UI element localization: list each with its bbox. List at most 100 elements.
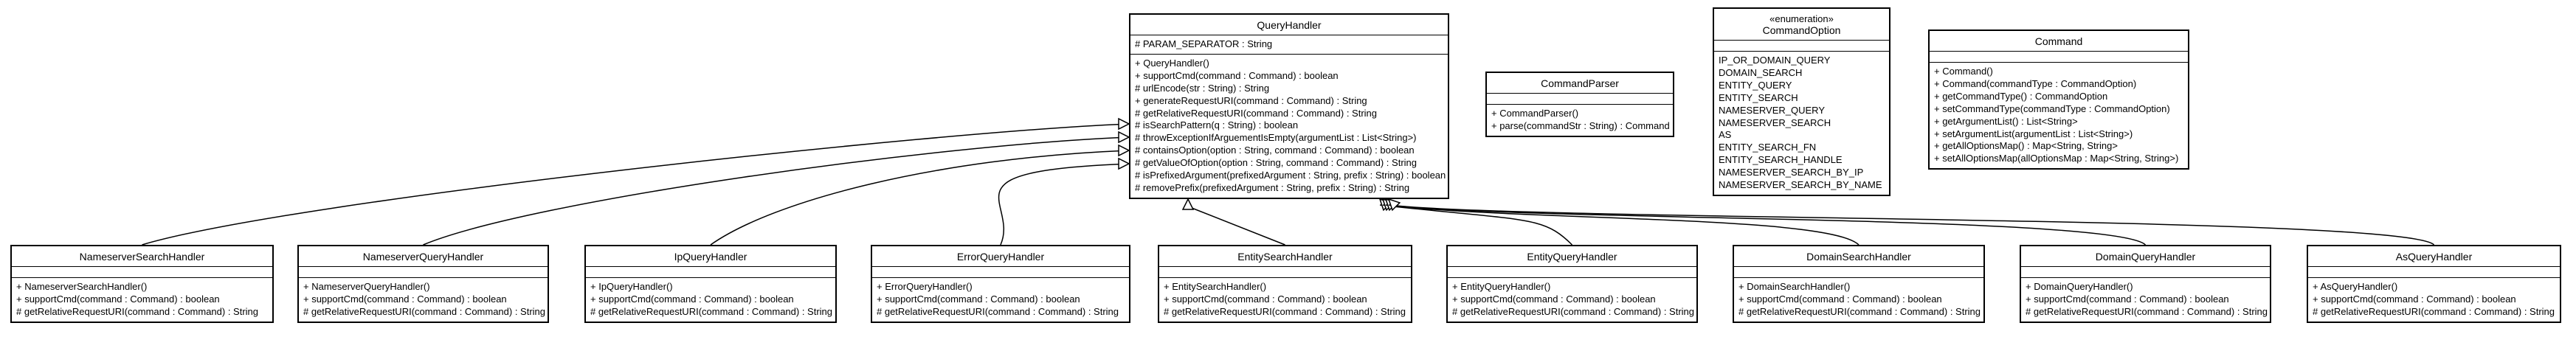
generalization-edge (998, 163, 1130, 246)
operation: + supportCmd(command : Command) : boolea… (16, 293, 220, 305)
operation: + IpQueryHandler() (590, 281, 673, 292)
attributes-compartment (1930, 52, 2188, 63)
operation: # getRelativeRequestURI(command : Comman… (1135, 107, 1378, 119)
operation: + getAllOptionsMap() : Map<String, Strin… (1934, 140, 2118, 152)
attributes-compartment (1714, 41, 1889, 52)
attributes-compartment (872, 267, 1129, 278)
class-query-handler[interactable]: QueryHandler # PARAM_SEPARATOR : String … (1129, 13, 1449, 199)
operation: + AsQueryHandler() (2313, 281, 2398, 292)
operations-compartment: + IpQueryHandler() + supportCmd(command … (586, 278, 835, 322)
generalization-arrowhead (1118, 144, 1130, 157)
enum-literal: AS (1719, 129, 1732, 141)
enum-literal: DOMAIN_SEARCH (1719, 66, 1803, 78)
generalization-edge (142, 123, 1130, 246)
attributes-compartment (1159, 267, 1411, 278)
class-name: DomainSearchHandler (1734, 246, 1983, 267)
operations-compartment: + QueryHandler() + supportCmd(command : … (1130, 55, 1448, 198)
class-name: EntitySearchHandler (1159, 246, 1411, 267)
class-as-query-handler[interactable]: AsQueryHandler + AsQueryHandler() + supp… (2307, 245, 2561, 323)
operation: + EntitySearchHandler() (1164, 281, 1267, 292)
operation: + ErrorQueryHandler() (877, 281, 973, 292)
operation: # getRelativeRequestURI(command : Comman… (877, 305, 1119, 317)
generalization-edge (710, 150, 1130, 246)
class-entity-search-handler[interactable]: EntitySearchHandler + EntitySearchHandle… (1158, 245, 1412, 323)
class-name: AsQueryHandler (2308, 246, 2560, 267)
operation: + getCommandType() : CommandOption (1934, 90, 2108, 102)
class-name: NameserverSearchHandler (12, 246, 272, 267)
attributes-compartment (12, 267, 272, 278)
enum-literal: ENTITY_SEARCH_HANDLE (1719, 154, 1843, 166)
operation: # removePrefix(prefixedArgument : String… (1135, 181, 1410, 193)
operation: + setArgumentList(argumentList : List<St… (1934, 128, 2133, 139)
class-name: ErrorQueryHandler (872, 246, 1129, 267)
enum-literal: NAMESERVER_SEARCH_BY_IP (1719, 167, 1864, 178)
operations-compartment: + Command() + Command(commandType : Comm… (1930, 63, 2188, 168)
literals-compartment: IP_OR_DOMAIN_QUERY DOMAIN_SEARCH ENTITY_… (1714, 52, 1889, 195)
operation: + NameserverQueryHandler() (303, 281, 430, 292)
class-nameserver-query-handler[interactable]: NameserverQueryHandler + NameserverQuery… (297, 245, 549, 323)
attributes-compartment (1448, 267, 1696, 278)
operation: + supportCmd(command : Command) : boolea… (1164, 293, 1367, 305)
operation: + supportCmd(command : Command) : boolea… (590, 293, 794, 305)
operation: # isSearchPattern(q : String) : boolean (1135, 119, 1299, 131)
attributes-compartment (586, 267, 835, 278)
operations-compartment: + ErrorQueryHandler() + supportCmd(comma… (872, 278, 1129, 322)
operation: + EntityQueryHandler() (1452, 281, 1551, 292)
operation: + generateRequestURI(command : Command) … (1135, 94, 1367, 106)
enum-literal: ENTITY_SEARCH (1719, 91, 1798, 103)
attributes-compartment (1734, 267, 1983, 278)
class-entity-query-handler[interactable]: EntityQueryHandler + EntityQueryHandler(… (1446, 245, 1698, 323)
generalization-edge (423, 136, 1130, 246)
class-name: DomainQueryHandler (2021, 246, 2270, 267)
operation: + Command() (1934, 66, 1993, 77)
generalization-arrowhead (1118, 117, 1130, 131)
operation: + supportCmd(command : Command) : boolea… (2313, 293, 2516, 305)
operations-compartment: + EntityQueryHandler() + supportCmd(comm… (1448, 278, 1696, 322)
operations-compartment: + NameserverQueryHandler() + supportCmd(… (299, 278, 548, 322)
operation: # containsOption(option : String, comman… (1135, 145, 1415, 156)
generalization-edge (1388, 204, 2435, 246)
operation: + supportCmd(command : Command) : boolea… (877, 293, 1080, 305)
operation: # throwExceptionIfArguementIsEmpty(argum… (1135, 132, 1417, 144)
class-error-query-handler[interactable]: ErrorQueryHandler + ErrorQueryHandler() … (871, 245, 1130, 323)
operations-compartment: + DomainSearchHandler() + supportCmd(com… (1734, 278, 1983, 322)
class-domain-query-handler[interactable]: DomainQueryHandler + DomainQueryHandler(… (2020, 245, 2271, 323)
operation: # urlEncode(str : String) : String (1135, 82, 1270, 94)
operation: + Command(commandType : CommandOption) (1934, 77, 2137, 89)
operations-compartment: + CommandParser() + parse(commandStr : S… (1487, 105, 1673, 136)
operation: + QueryHandler() (1135, 57, 1209, 69)
class-command[interactable]: Command + Command() + Command(commandTyp… (1928, 29, 2189, 170)
operation: # getRelativeRequestURI(command : Comman… (2026, 305, 2268, 317)
class-domain-search-handler[interactable]: DomainSearchHandler + DomainSearchHandle… (1733, 245, 1985, 323)
enum-literal: ENTITY_SEARCH_FN (1719, 142, 1817, 153)
operation: + NameserverSearchHandler() (16, 281, 148, 292)
enum-literal: IP_OR_DOMAIN_QUERY (1719, 55, 1831, 66)
generalization-arrowhead (1118, 131, 1130, 144)
operation: + DomainQueryHandler() (2026, 281, 2133, 292)
operation: + DomainSearchHandler() (1738, 281, 1851, 292)
operation: + getArgumentList() : List<String> (1934, 115, 2078, 127)
class-command-parser[interactable]: CommandParser + CommandParser() + parse(… (1485, 72, 1674, 137)
operations-compartment: + NameserverSearchHandler() + supportCmd… (12, 278, 272, 322)
operations-compartment: + EntitySearchHandler() + supportCmd(com… (1159, 278, 1411, 322)
class-name: NameserverQueryHandler (299, 246, 548, 267)
enum-literal: ENTITY_QUERY (1719, 79, 1792, 91)
operation: + parse(commandStr : String) : Command (1491, 119, 1670, 131)
operation: + supportCmd(command : Command) : boolea… (2026, 293, 2229, 305)
class-nameserver-search-handler[interactable]: NameserverSearchHandler + NameserverSear… (10, 245, 274, 323)
class-name: Command (1930, 31, 2188, 52)
stereotype-label: «enumeration» (1769, 13, 1834, 24)
operation: + supportCmd(command : Command) : boolea… (1135, 69, 1339, 81)
attributes-compartment (2021, 267, 2270, 278)
attribute: # PARAM_SEPARATOR : String (1135, 38, 1273, 49)
attributes-compartment (299, 267, 548, 278)
class-ip-query-handler[interactable]: IpQueryHandler + IpQueryHandler() + supp… (584, 245, 837, 323)
class-name: «enumeration» CommandOption (1714, 9, 1889, 41)
enum-command-option[interactable]: «enumeration» CommandOption IP_OR_DOMAIN… (1713, 7, 1890, 196)
operation: # getRelativeRequestURI(command : Comman… (2313, 305, 2555, 317)
attributes-compartment (1487, 94, 1673, 105)
attributes-compartment: # PARAM_SEPARATOR : String (1130, 35, 1448, 55)
operation: # getRelativeRequestURI(command : Comman… (590, 305, 833, 317)
class-name: CommandParser (1487, 73, 1673, 94)
operations-compartment: + AsQueryHandler() + supportCmd(command … (2308, 278, 2560, 322)
